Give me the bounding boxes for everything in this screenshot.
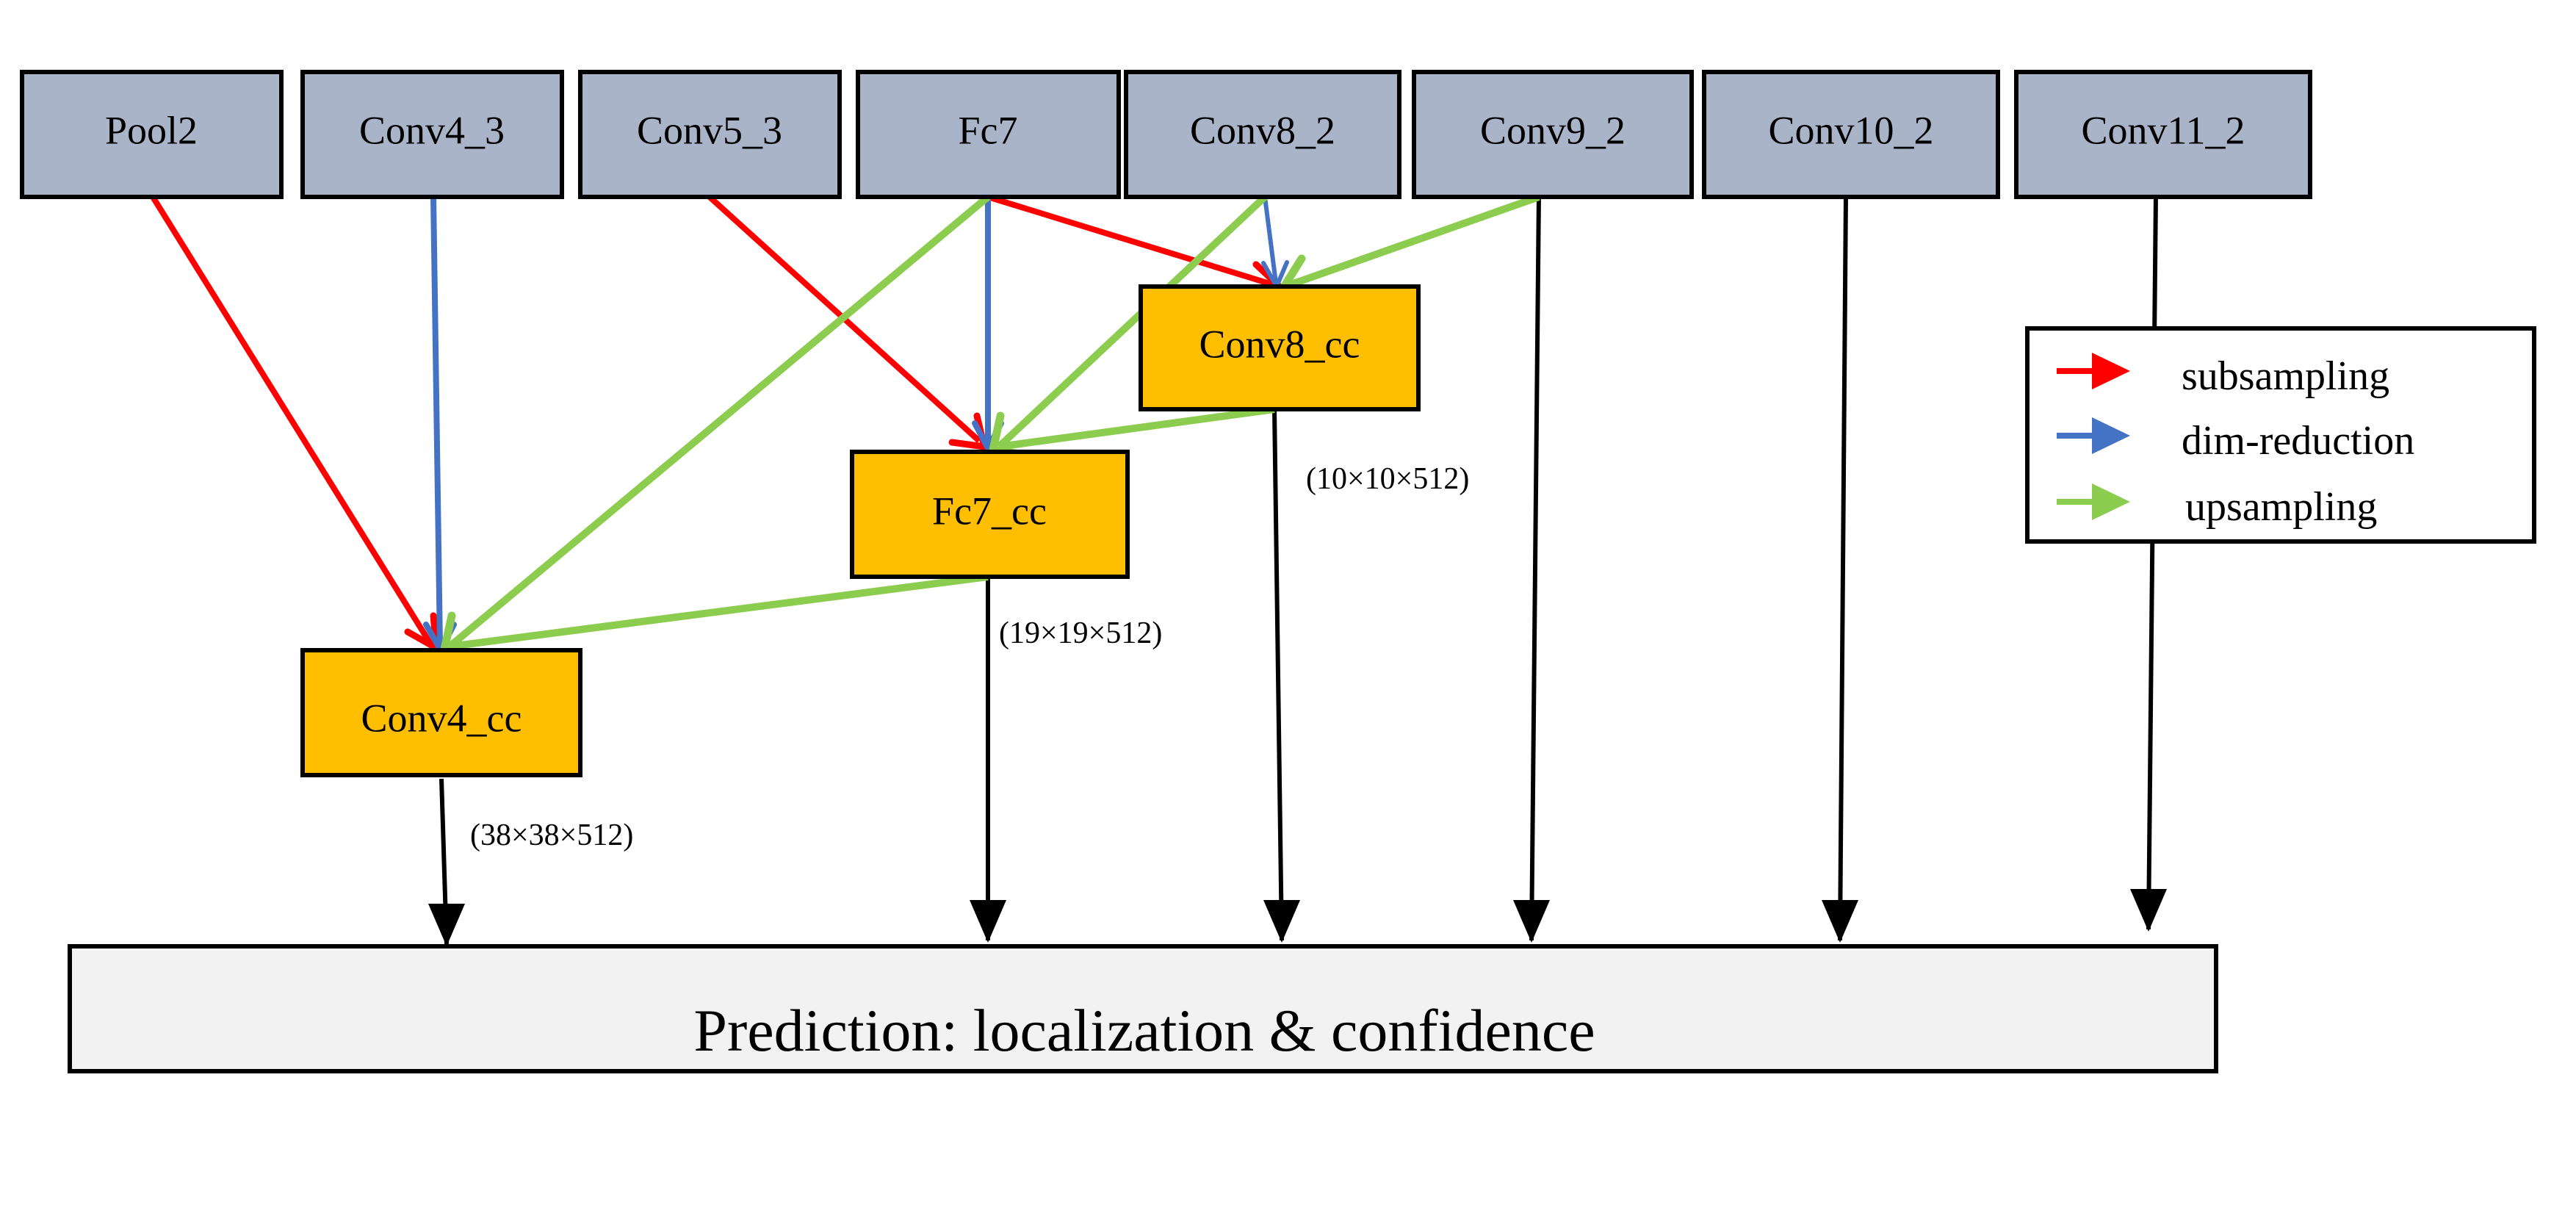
layer-label: Conv10_2 (1768, 108, 1933, 152)
layer-conv11-2: Conv11_2 (2014, 70, 2312, 199)
upsampling-arrow-conv8-cc-fc7-cc (998, 406, 1275, 450)
dim-reduction-arrow-conv4-3-conv4-cc (430, 196, 443, 647)
output-arrow-conv10-2 (1838, 194, 1848, 941)
legend-item-dim-reduction: dim-reduction (2057, 417, 2414, 464)
legend-label-subsampling: subsampling (2182, 353, 2389, 399)
legend-arrowhead-upsampling (2092, 483, 2130, 520)
layer-conv4-3: Conv4_3 (300, 70, 564, 199)
subsampling-arrow-pool2-conv4-cc (150, 195, 433, 646)
layer-conv10-2: Conv10_2 (1702, 70, 2000, 199)
fused-label: Conv4_cc (361, 696, 522, 740)
output-arrowhead-conv9-2 (1513, 900, 1550, 943)
subsampling-arrow-fc7-conv8-cc (986, 194, 1276, 288)
layer-box (1702, 70, 2000, 199)
layer-box (2014, 70, 2312, 199)
legend: subsampling dim-reduction upsampling (2025, 326, 2536, 544)
output-arrowhead-conv10-2 (1822, 900, 1858, 943)
fused-label: Fc7_cc (932, 489, 1047, 533)
layer-box (1412, 70, 1694, 199)
layer-box (1124, 70, 1401, 199)
fused-dim-label: (38×38×512) (470, 818, 633, 852)
legend-label-upsampling: upsampling (2185, 484, 2377, 530)
fused-fc7-cc: Fc7_cc (19×19×512) (850, 450, 1162, 650)
legend-item-subsampling: subsampling (2057, 353, 2389, 399)
output-arrow-conv8-cc (1272, 408, 1284, 941)
layer-box (578, 70, 842, 199)
layer-label: Pool2 (105, 108, 198, 152)
output-arrowhead-conv4-cc (428, 904, 465, 946)
layer-label: Fc7 (959, 108, 1018, 152)
dim-reduction-arrow-conv8-2-conv8-cc (1263, 196, 1278, 284)
legend-label-dim-reduction: dim-reduction (2182, 418, 2414, 464)
upsampling-arrow-fc7-conv4-cc (447, 194, 991, 649)
layer-label: Conv11_2 (2081, 108, 2245, 152)
upsampling-arrow-conv8-2-fc7-cc (996, 194, 1268, 450)
fused-box (850, 450, 1130, 579)
prediction-box: Prediction: localization & confidence (68, 944, 2218, 1073)
backbone-layers: Pool2 Conv4_3 Conv5_3 Fc7 Conv8_2 Conv9_… (20, 70, 2312, 199)
layer-label: Conv8_2 (1190, 108, 1335, 152)
prediction-label: Prediction: localization & confidence (693, 997, 1595, 1064)
legend-arrowhead-dim-reduction (2092, 417, 2130, 454)
layer-label: Conv9_2 (1480, 108, 1626, 152)
fused-box (300, 648, 582, 777)
fused-label: Conv8_cc (1199, 322, 1360, 366)
layer-conv9-2: Conv9_2 (1412, 70, 1694, 199)
legend-item-upsampling: upsampling (2057, 483, 2377, 530)
layer-conv5-3: Conv5_3 (578, 70, 842, 199)
layer-box (300, 70, 564, 199)
connector-arrows (150, 193, 2167, 946)
output-arrow-conv11-2 (2146, 194, 2158, 930)
upsampling-arrow-fc7-cc-conv4-cc (449, 573, 989, 650)
output-arrowhead-conv11-2 (2130, 889, 2167, 932)
fused-conv8-cc: Conv8_cc (10×10×512) (1139, 284, 1469, 496)
fused-dim-label: (19×19×512) (999, 616, 1162, 650)
output-arrowhead-fc7-cc (970, 900, 1006, 943)
layer-box (856, 70, 1121, 199)
fused-dim-label: (10×10×512) (1306, 462, 1469, 496)
layer-label: Conv5_3 (637, 108, 782, 152)
fused-layers: Conv8_cc (10×10×512) Fc7_cc (19×19×512) … (300, 284, 1469, 852)
fused-box (1139, 284, 1421, 411)
layer-conv8-2: Conv8_2 (1124, 70, 1401, 199)
upsampling-arrow-conv9-2-conv8-cc (1288, 193, 1540, 289)
layer-box (20, 70, 284, 199)
output-arrow-conv9-2 (1529, 194, 1541, 941)
output-arrowhead-conv8-cc (1263, 900, 1300, 943)
legend-arrowhead-subsampling (2092, 353, 2130, 389)
fused-conv4-cc: Conv4_cc (38×38×512) (300, 648, 633, 852)
layer-fc7: Fc7 (856, 70, 1121, 199)
layer-label: Conv4_3 (359, 108, 505, 152)
layer-pool2: Pool2 (20, 70, 284, 199)
prediction-rect (68, 944, 2218, 1073)
